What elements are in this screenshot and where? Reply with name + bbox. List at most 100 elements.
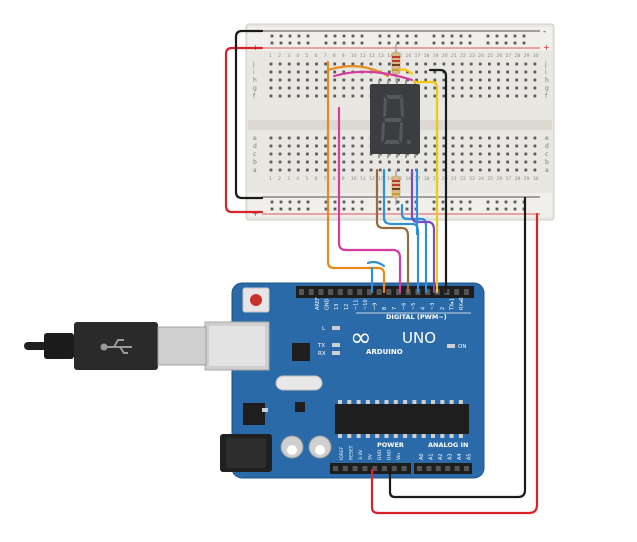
rail-hole[interactable]: [441, 34, 445, 38]
header-socket[interactable]: [401, 466, 407, 471]
header-socket[interactable]: [454, 466, 460, 471]
breadboard-hole[interactable]: [469, 136, 473, 140]
wire-black-left-rails[interactable]: [234, 29, 264, 200]
breadboard-hole[interactable]: [333, 62, 337, 66]
breadboard-hole[interactable]: [287, 160, 291, 164]
breadboard-hole[interactable]: [269, 160, 273, 164]
rail-hole[interactable]: [270, 34, 274, 38]
breadboard-hole[interactable]: [278, 152, 282, 156]
rail-hole[interactable]: [342, 200, 346, 204]
breadboard-hole[interactable]: [397, 160, 400, 164]
rail-hole[interactable]: [288, 200, 292, 204]
breadboard-hole[interactable]: [533, 70, 537, 74]
breadboard-hole[interactable]: [378, 78, 382, 82]
header-socket[interactable]: [396, 289, 401, 295]
breadboard-hole[interactable]: [351, 152, 355, 156]
rail-hole[interactable]: [378, 207, 382, 211]
rail-hole[interactable]: [459, 200, 463, 204]
breadboard-hole[interactable]: [533, 144, 537, 148]
rail-hole[interactable]: [324, 207, 328, 211]
analog-header[interactable]: [414, 463, 472, 474]
rail-hole[interactable]: [387, 41, 391, 45]
breadboard-hole[interactable]: [515, 168, 519, 172]
breadboard-hole[interactable]: [497, 160, 500, 164]
breadboard-hole[interactable]: [342, 144, 346, 148]
breadboard-hole[interactable]: [278, 78, 282, 82]
breadboard-hole[interactable]: [524, 168, 528, 172]
rail-hole[interactable]: [450, 34, 454, 38]
wire-black-gnd[interactable]: [388, 196, 527, 499]
breadboard-hole[interactable]: [506, 78, 509, 82]
breadboard-hole[interactable]: [533, 168, 537, 172]
rail-hole[interactable]: [459, 207, 463, 211]
breadboard-hole[interactable]: [524, 152, 528, 156]
breadboard-hole[interactable]: [269, 168, 273, 172]
rail-hole[interactable]: [450, 41, 454, 45]
breadboard-hole[interactable]: [424, 94, 428, 98]
breadboard-hole[interactable]: [533, 78, 537, 82]
breadboard-hole[interactable]: [351, 136, 355, 140]
breadboard-hole[interactable]: [506, 144, 509, 148]
wire-red-left-rails[interactable]: [224, 46, 264, 214]
rail-hole[interactable]: [486, 200, 490, 204]
rail-hole[interactable]: [324, 34, 328, 38]
breadboard-hole[interactable]: [296, 62, 300, 66]
breadboard-hole[interactable]: [287, 152, 291, 156]
breadboard-hole[interactable]: [442, 94, 446, 98]
breadboard-hole[interactable]: [296, 94, 300, 98]
rail-hole[interactable]: [396, 34, 400, 38]
breadboard-hole[interactable]: [451, 78, 455, 82]
breadboard-hole[interactable]: [351, 160, 355, 164]
breadboard-hole[interactable]: [515, 62, 519, 66]
rail-hole[interactable]: [333, 34, 337, 38]
breadboard-hole[interactable]: [351, 62, 355, 66]
rail-hole[interactable]: [405, 207, 409, 211]
header-socket[interactable]: [417, 466, 422, 471]
breadboard-hole[interactable]: [333, 70, 337, 74]
breadboard-hole[interactable]: [360, 160, 364, 164]
rail-hole[interactable]: [351, 34, 355, 38]
breadboard-hole[interactable]: [469, 144, 473, 148]
breadboard-hole[interactable]: [451, 70, 455, 74]
breadboard-hole[interactable]: [433, 62, 437, 66]
breadboard-hole[interactable]: [506, 94, 509, 98]
rail-hole[interactable]: [342, 41, 346, 45]
breadboard-hole[interactable]: [478, 62, 482, 66]
breadboard-hole[interactable]: [324, 168, 327, 172]
breadboard-hole[interactable]: [369, 78, 373, 82]
breadboard-hole[interactable]: [369, 160, 373, 164]
rail-hole[interactable]: [360, 200, 364, 204]
header-socket[interactable]: [337, 289, 343, 295]
header-socket[interactable]: [386, 289, 392, 295]
breadboard-hole[interactable]: [278, 94, 282, 98]
rail-hole[interactable]: [288, 207, 292, 211]
breadboard-hole[interactable]: [488, 86, 491, 90]
rail-hole[interactable]: [288, 34, 292, 38]
breadboard-hole[interactable]: [433, 94, 437, 98]
breadboard-hole[interactable]: [278, 86, 282, 90]
breadboard-hole[interactable]: [287, 168, 291, 172]
rail-hole[interactable]: [468, 207, 472, 211]
header-socket[interactable]: [454, 289, 460, 295]
rail-hole[interactable]: [360, 34, 364, 38]
wire-orange[interactable]: [326, 60, 386, 294]
breadboard-hole[interactable]: [424, 86, 428, 90]
breadboard-hole[interactable]: [515, 144, 519, 148]
breadboard-hole[interactable]: [415, 62, 418, 66]
breadboard-hole[interactable]: [315, 168, 318, 172]
breadboard-hole[interactable]: [333, 160, 337, 164]
rail-hole[interactable]: [414, 34, 418, 38]
breadboard-hole[interactable]: [451, 160, 455, 164]
wire-yellow-top[interactable]: [398, 68, 414, 76]
breadboard-hole[interactable]: [333, 136, 337, 140]
breadboard-hole[interactable]: [497, 78, 500, 82]
breadboard-hole[interactable]: [442, 136, 446, 140]
header-socket[interactable]: [425, 289, 431, 295]
breadboard-hole[interactable]: [269, 62, 273, 66]
breadboard-hole[interactable]: [460, 62, 464, 66]
breadboard-hole[interactable]: [269, 94, 273, 98]
breadboard-hole[interactable]: [360, 78, 364, 82]
breadboard-hole[interactable]: [451, 86, 455, 90]
breadboard-hole[interactable]: [287, 62, 291, 66]
rail-hole[interactable]: [333, 207, 337, 211]
